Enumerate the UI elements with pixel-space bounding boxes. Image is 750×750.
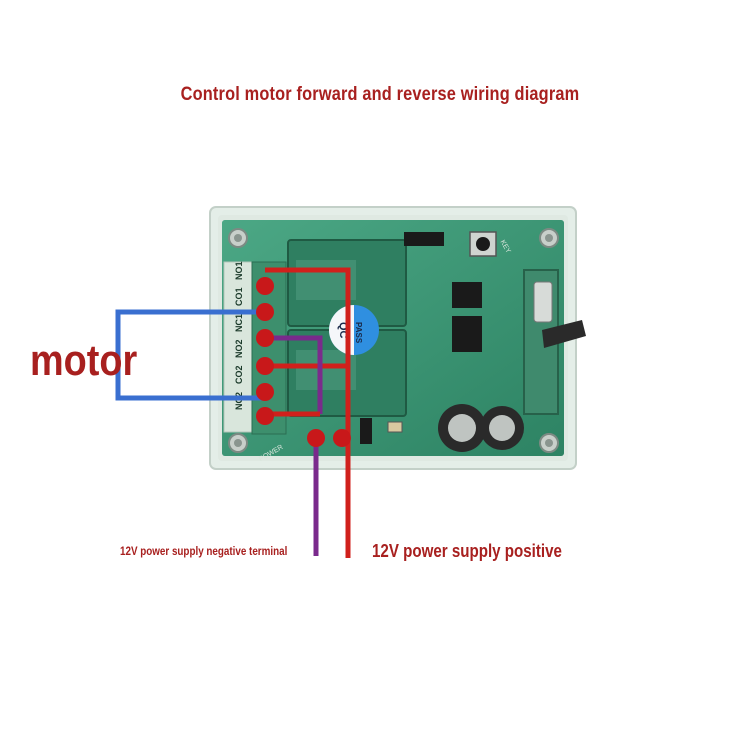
terminal-label-no1: NO1 <box>234 261 244 280</box>
positive-wire-bus <box>265 267 351 558</box>
negative-supply-label: 12V power supply negative terminal <box>120 544 288 558</box>
mounting-screw-bottom-left <box>228 433 248 453</box>
mounting-screw-top-right <box>539 228 559 248</box>
terminal-label-nc1: NC1 <box>234 314 244 332</box>
terminal-dot-co1 <box>256 303 274 321</box>
relay-brand-mark: PASS <box>354 322 363 344</box>
terminal-dot-no1 <box>256 277 274 295</box>
terminal-dot-nc2 <box>256 407 274 425</box>
header-pins <box>404 232 444 246</box>
diagram-title: Control motor forward and reverse wiring… <box>180 84 580 105</box>
terminal-label-co2: CO2 <box>234 365 244 384</box>
positive-supply-label: 12V power supply positive <box>372 541 562 561</box>
diode <box>360 418 372 444</box>
antenna-coil <box>542 320 586 348</box>
power-terminal-dot-negative <box>307 429 325 447</box>
terminal-block-strip <box>223 261 255 433</box>
push-button-cap <box>476 237 490 251</box>
ic-chip-2 <box>452 316 482 352</box>
terminal-dot-no2 <box>256 357 274 375</box>
motor-wire <box>115 309 265 401</box>
negative-wire-bus <box>265 335 323 414</box>
power-terminal-dot-positive <box>333 429 351 447</box>
terminal-label-nc2: NC2 <box>234 392 244 410</box>
motor-label: motor <box>30 336 138 385</box>
capacitor-1 <box>438 404 486 452</box>
capacitor-2 <box>480 406 524 450</box>
terminal-label-no2: NO2 <box>234 339 244 358</box>
rf-crystal <box>533 281 553 323</box>
terminal-dot-co2 <box>256 383 274 401</box>
terminal-dot-nc1 <box>256 329 274 347</box>
mounting-screw-top-left <box>228 228 248 248</box>
resistor <box>387 421 403 433</box>
terminal-label-co1: CO1 <box>234 287 244 306</box>
mounting-screw-bottom-right <box>539 433 559 453</box>
ic-chip-1 <box>452 282 482 308</box>
